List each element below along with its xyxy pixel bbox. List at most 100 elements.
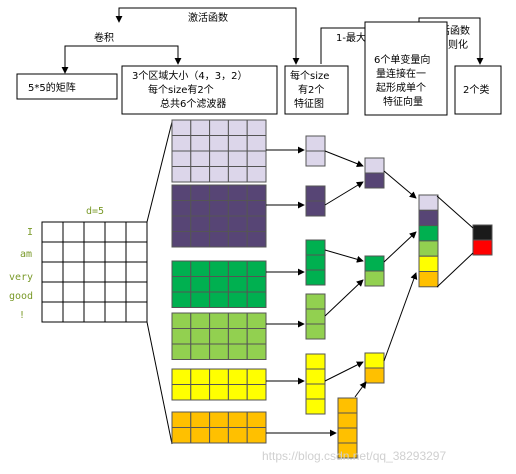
filter-size3-a-cell <box>171 291 192 308</box>
pooled-lavender-cell <box>364 157 385 174</box>
filter-size3-b-cell <box>209 343 229 360</box>
filter-size3-b-cell <box>171 312 192 329</box>
concat-cell-5 <box>418 255 439 273</box>
featuremap-orange-cell <box>337 427 358 444</box>
word-1: I <box>27 227 33 238</box>
filter-size4-a-cell <box>171 166 192 183</box>
concat-cell-6-cell <box>418 271 439 288</box>
pooled-green <box>364 255 385 272</box>
input-grid <box>41 221 148 323</box>
input-grid-cell <box>104 241 127 263</box>
filter-size2-a-cell <box>209 368 229 385</box>
filter-size4-a-cell <box>190 119 211 136</box>
filter-size4-b-cell <box>190 200 211 217</box>
word-2: am <box>20 249 32 260</box>
filter-size4-b-cell <box>227 231 248 248</box>
featuremap-lavender <box>305 135 326 167</box>
filter-size3-b-cell <box>190 343 211 360</box>
featuremap-green-cell <box>305 254 326 271</box>
filter-size4-b-cell <box>171 215 192 232</box>
concat-cell-4 <box>418 240 439 257</box>
word-3: very <box>9 272 33 283</box>
filter-size4-b-cell <box>246 215 267 232</box>
output-class-2 <box>472 239 493 256</box>
concatenated-vector <box>418 194 439 288</box>
pooled-purple <box>364 172 385 189</box>
input-grid-cell <box>125 241 148 263</box>
featuremap-orange-cell <box>337 442 358 459</box>
filter-size2-b-cell <box>209 427 229 444</box>
concat-cell-1 <box>418 194 439 211</box>
filter-size2-b-cell <box>190 411 211 428</box>
filter-size3-a-cell <box>171 260 192 277</box>
output-class-1 <box>472 224 493 241</box>
featuremap-lightgreen-cell <box>305 293 326 310</box>
filter-size2-a-cell <box>190 384 211 401</box>
filter-size4-a-cell <box>209 135 229 152</box>
input-grid-cell <box>41 241 64 263</box>
input-grid-cell <box>104 301 127 323</box>
concat-cell-6 <box>418 271 439 288</box>
filter-size4-b-cell <box>190 215 211 232</box>
filter-size3-b-cell <box>171 343 192 360</box>
pooled-green-cell <box>364 255 385 272</box>
filter-size2-a-cell <box>209 384 229 401</box>
filter-size4-b-cell <box>190 231 211 248</box>
pooled-yellow <box>364 352 385 369</box>
box-featuremaps-line2: 有2个 <box>298 83 324 96</box>
input-grid-cell <box>104 281 127 303</box>
box-concat-line3: 起形成单个 <box>376 82 426 94</box>
filter-size3-a-cell <box>171 276 192 293</box>
filter-size4-a-cell <box>246 150 267 167</box>
filter-size4-a-cell <box>190 135 211 152</box>
filter-size3-b-cell <box>209 312 229 329</box>
fan-lines <box>146 121 173 445</box>
output-class-1-cell <box>472 224 493 241</box>
filter-size2-a <box>171 368 267 401</box>
pooled-vectors <box>364 157 385 384</box>
watermark: https://blog.csdn.net/qq_38293297 <box>262 449 446 463</box>
featuremap-green <box>305 239 326 286</box>
filter-size4-b-cell <box>209 215 229 232</box>
input-grid-cell <box>83 221 106 243</box>
filter-size4-a-cell <box>190 150 211 167</box>
input-grid-cell <box>125 261 148 283</box>
featuremap-lightgreen <box>305 293 326 340</box>
filter-size4-b-cell <box>227 200 248 217</box>
filter-size3-a-cell <box>190 260 211 277</box>
filter-size2-a-cell <box>246 368 267 385</box>
input-grid-cell <box>41 281 64 303</box>
filter-size4-b-cell <box>171 231 192 248</box>
filter-size3-a-cell <box>209 260 229 277</box>
filter-size3-a-cell <box>227 291 248 308</box>
filter-size2-b-cell <box>227 411 248 428</box>
filter-size3-a-cell <box>246 276 267 293</box>
box-concat-line1: 6个单变量向 <box>374 53 430 66</box>
filter-size3-a <box>171 260 267 308</box>
concat-cell-4-cell <box>418 240 439 257</box>
filter-size4-a-cell <box>246 119 267 136</box>
box-featuremaps: 每个size 有2个 特征图 <box>284 65 349 115</box>
filter-size3-b-cell <box>246 343 267 360</box>
box-concat-line4: 特征向量 <box>383 95 423 108</box>
filter-size4-a <box>171 119 267 183</box>
featuremap-orange-cell <box>337 412 358 429</box>
filter-size3-a-cell <box>209 276 229 293</box>
filter-size3-b-cell <box>209 328 229 345</box>
filter-size4-a-cell <box>171 150 192 167</box>
filter-size4-b-cell <box>209 231 229 248</box>
filter-size3-b-cell <box>171 328 192 345</box>
filter-size3-a-cell <box>227 276 248 293</box>
pooled-orange-cell <box>364 367 385 384</box>
featuremap-lightgreen-cell <box>305 308 326 325</box>
box-featuremaps-line1: 每个size <box>290 69 329 82</box>
flow-arrows <box>266 146 474 437</box>
input-grid-cell <box>41 221 64 243</box>
filter-size3-b-cell <box>227 343 248 360</box>
input-grid-cell <box>41 261 64 283</box>
filter-size4-a-cell <box>171 135 192 152</box>
filter-size3-b-cell <box>246 312 267 329</box>
concat-cell-3-cell <box>418 225 439 242</box>
pooled-lightgreen <box>364 270 385 287</box>
filter-size3-a-cell <box>227 260 248 277</box>
